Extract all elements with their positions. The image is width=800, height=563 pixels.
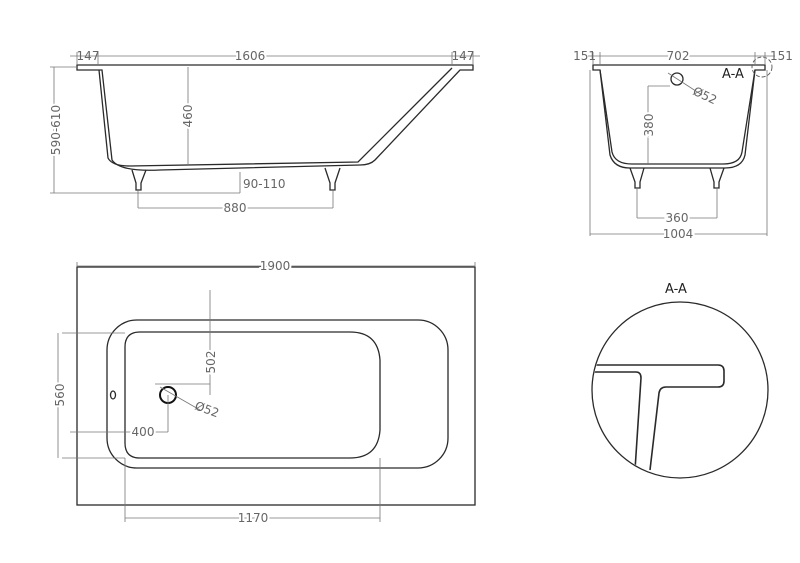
end-rim-right-label: 151 (770, 49, 793, 63)
end-width-label: 702 (667, 49, 690, 63)
side-leg-adjust-label: 90-110 (243, 177, 286, 191)
side-leg-right (324, 167, 341, 191)
end-total-width-label: 1004 (663, 227, 694, 241)
detail-title: A-A (665, 282, 687, 297)
end-drain-diameter-label: Ø52 (691, 84, 719, 107)
side-tub-outline (76, 64, 474, 171)
side-height-label: 590-610 (49, 105, 63, 155)
plan-length-label: 1900 (260, 259, 291, 273)
detail-view: A-A (591, 282, 769, 479)
side-depth-label: 460 (181, 105, 195, 128)
plan-drain-diameter-label: Ø52 (193, 399, 221, 421)
side-leg-left (131, 169, 147, 191)
side-length-label: 1606 (235, 49, 266, 63)
end-view: 151 702 151 A-A Ø52 380 360 1004 (573, 47, 793, 243)
plan-basin-length-label: 1170 (238, 511, 269, 525)
plan-tub-edge (106, 319, 449, 469)
plan-basin (124, 331, 381, 459)
end-tub-inner (599, 69, 756, 165)
plan-drain-offset-x-label: 400 (132, 425, 155, 439)
plan-drain-offset-y-label: 502 (204, 351, 218, 374)
end-drain-height-label: 380 (642, 114, 656, 137)
end-leg-left (629, 167, 645, 189)
side-rim-left-label: 147 (77, 49, 100, 63)
end-leg-right (709, 167, 725, 189)
side-dim-lines (50, 52, 480, 209)
side-rim-right-label: 147 (452, 49, 475, 63)
side-tub-inner (98, 67, 453, 167)
detail-rim-profile (593, 364, 725, 471)
end-dim-lines (588, 52, 775, 236)
plan-overflow (109, 390, 117, 400)
section-marker-circle (751, 56, 773, 78)
plan-outer-rim (76, 266, 476, 506)
end-rim-left-label: 151 (573, 49, 596, 63)
end-leg-spacing-label: 360 (666, 211, 689, 225)
side-view: 147 1606 147 590-610 460 90-110 880 (47, 47, 480, 217)
plan-dim-lines (57, 262, 476, 522)
plan-view: 1900 560 502 Ø52 400 1170 (51, 257, 476, 527)
section-label: A-A (722, 67, 744, 82)
detail-circle (591, 301, 769, 479)
end-drain-circle (670, 72, 684, 86)
side-leg-spacing-label: 880 (224, 201, 247, 215)
end-tub-outline (592, 64, 766, 169)
plan-width-label: 560 (53, 384, 67, 407)
